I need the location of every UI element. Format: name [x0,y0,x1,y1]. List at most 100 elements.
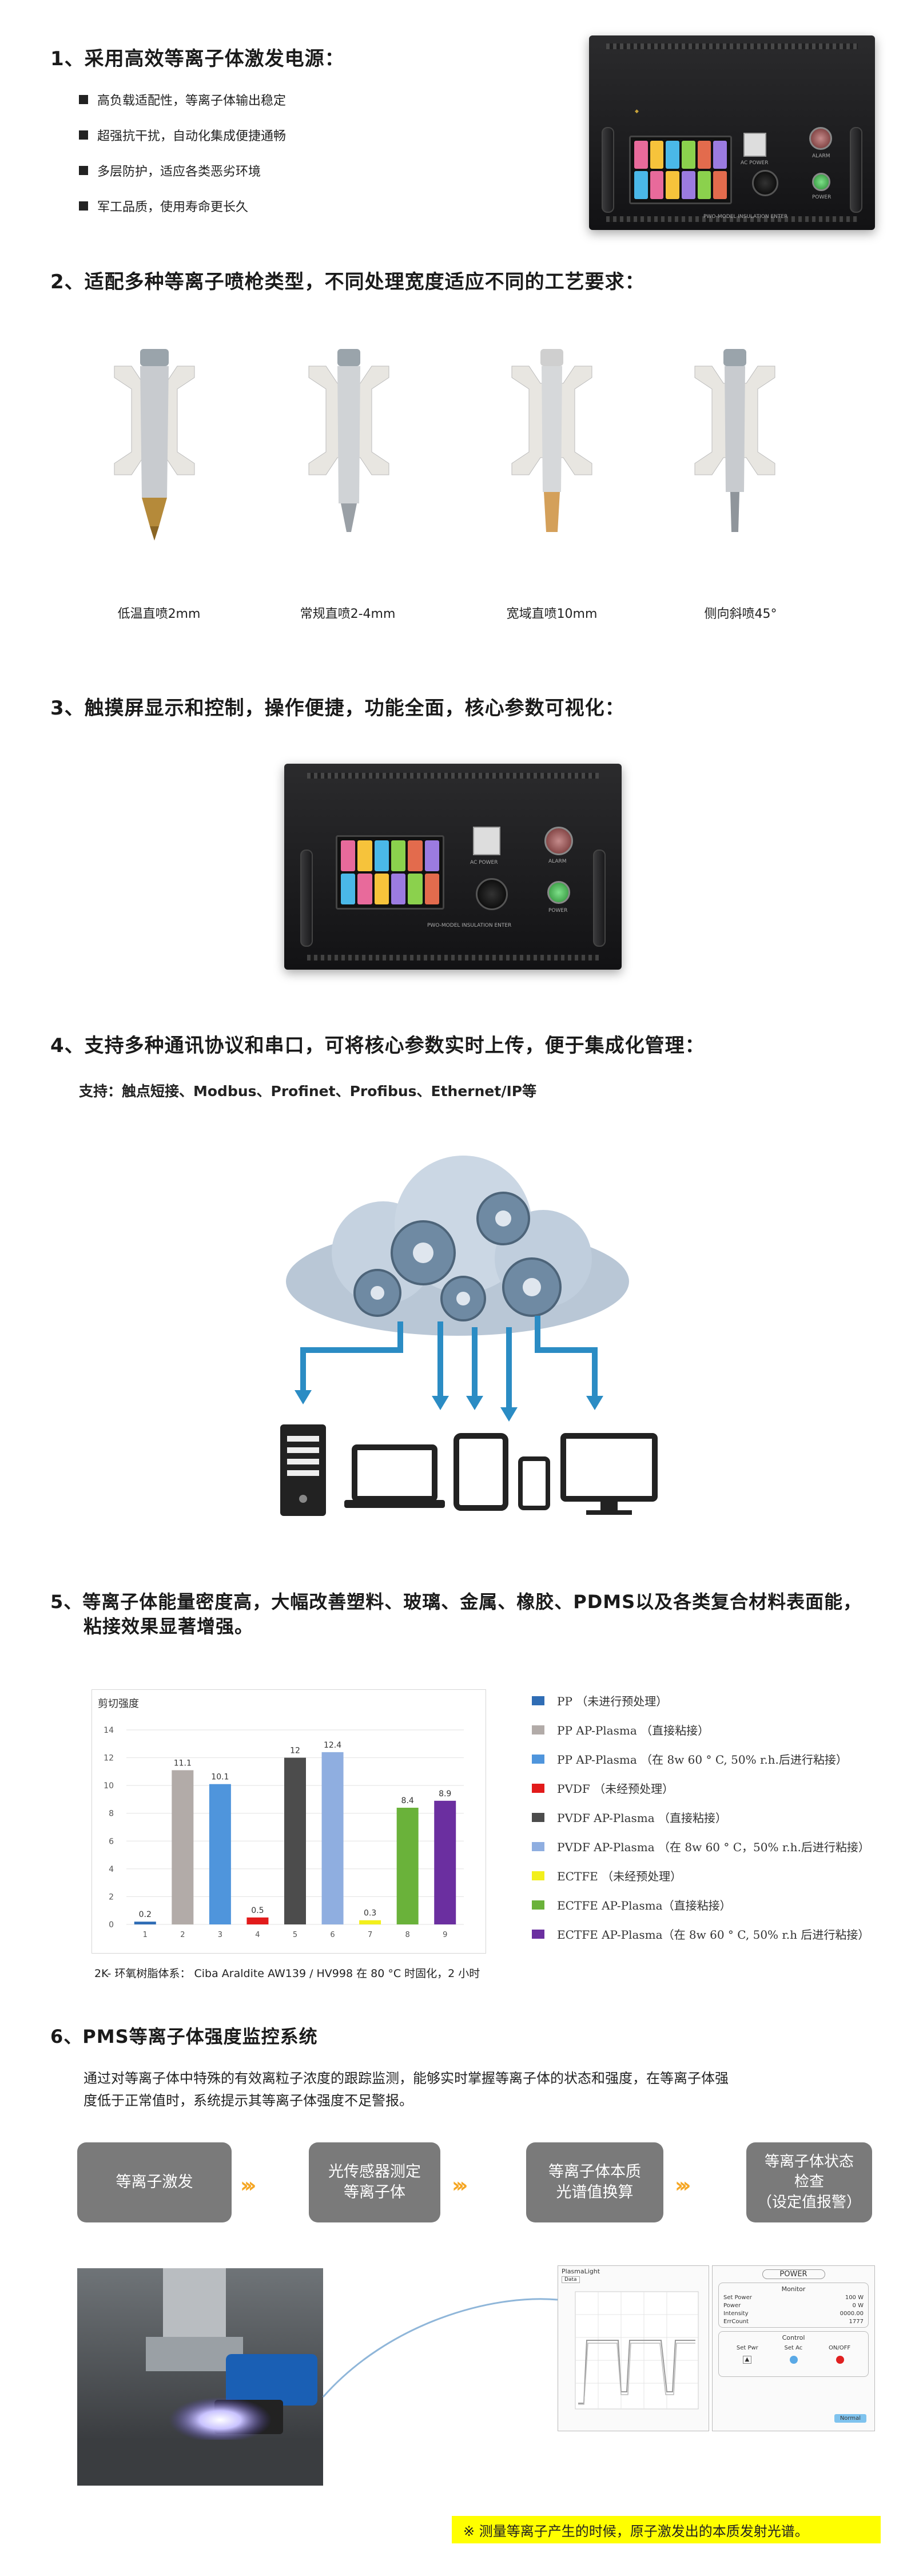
legend-entry: PP AP-Plasma （直接粘接） [532,1721,709,1738]
nozzle-image-wide [511,349,592,532]
status-led-icon [836,2356,845,2364]
section-3-title: 3、触摸屏显示和控制，操作便捷，功能全面，核心参数可视化： [50,697,625,720]
legend-swatch [532,1871,544,1880]
section-2-title: 2、适配多种等离子喷枪类型，不同处理宽度适应不同的工艺要求： [50,271,645,293]
legend-label: PP AP-Plasma （直接粘接） [557,1724,710,1737]
power-title: POWER [762,2269,825,2279]
flow-step-4: 等离子体状态 检查 （设定值报警） [746,2142,872,2222]
nozzle-caption: 常规直喷2-4mm [300,607,396,621]
bar [209,1784,231,1924]
data-label: 0.2 [139,1910,152,1919]
bar [321,1752,344,1924]
touch-screen-icon [336,835,444,910]
nozzle-caption: 侧向斜喷45° [704,607,777,621]
window-title: PlasmaLight [562,2268,600,2275]
y-tick-label: 10 [104,1781,114,1791]
bar [434,1800,456,1924]
legend-entry: ECTFE AP-Plasma（直接粘接） [532,1896,731,1913]
section-6-desc-line2: 度低于正常值时，系统提示其等离子体强度不足警报。 [83,2093,413,2109]
flow-step-1: 等离子激发 [77,2142,232,2222]
legend-swatch [532,1783,544,1793]
legend-swatch [532,1725,544,1734]
y-tick-label: 0 [109,1920,114,1930]
chart-footnote: 2K- 环氧树脂体系： Ciba Araldite AW139 / HV998 … [94,1967,480,1980]
data-label: 0.3 [364,1909,376,1918]
data-label: 0.5 [251,1906,264,1915]
y-tick-label: 12 [104,1754,114,1763]
legend-label: PP AP-Plasma （在 8w 60 ° C, 50% r.h.后进行粘接… [557,1753,848,1767]
feature-bullet: 多层防护，适应各类恶劣环境 [79,161,261,180]
y-tick-label: 6 [109,1837,114,1846]
legend-label: ECTFE AP-Plasma（直接粘接） [557,1899,731,1912]
plasma-sensor-photo [77,2268,323,2486]
legend-label: PVDF AP-Plasma （在 8w 60 ° C，50% r.h.后进行粘… [557,1840,870,1854]
plasma-generator-image: ◆ AC POWER ALARM POWER PWO-MODEL INSULAT… [589,35,875,230]
legend-entry: PVDF AP-Plasma （直接粘接） [532,1809,727,1825]
y-tick-label: 4 [109,1865,114,1874]
nozzle-image-angled [694,349,775,532]
legend-label: PVDF （未经预处理） [557,1782,674,1796]
chevron-right-icon: ››› [452,2174,468,2197]
legend-swatch [532,1754,544,1764]
protocol-support-text: 支持：触点短接、Modbus、Profinet、Profibus、Etherne… [79,1083,537,1100]
x-tick-label: 4 [255,1931,260,1939]
bar [172,1770,194,1924]
bar [396,1808,419,1924]
x-tick-label: 2 [180,1931,185,1939]
legend-entry: ECTFE AP-Plasma（在 8w 60 ° C, 50% r.h 后进行… [532,1926,869,1942]
nozzle-image-low-temp [114,349,195,541]
bar [134,1922,156,1924]
legend-swatch [532,1929,544,1939]
bar [246,1917,269,1924]
section-6-title: 6、PMS等离子体强度监控系统 [50,2026,318,2047]
chart-title: 剪切强度 [98,1698,139,1710]
legend-label: PP （未进行预处理） [557,1694,668,1708]
x-tick-label: 3 [218,1931,222,1939]
nozzle-caption: 低温直喷2mm [117,607,201,621]
tab-data[interactable]: Data [562,2276,580,2283]
y-tick-label: 2 [109,1892,114,1902]
legend-label: ECTFE （未经预处理） [557,1870,682,1883]
legend-swatch [532,1841,544,1851]
x-tick-label: 7 [368,1931,372,1939]
chevron-right-icon: ››› [675,2174,691,2197]
connector-line [322,2298,558,2398]
feature-bullet: 超强抗干扰，自动化集成便捷通畅 [79,126,286,144]
section-5-title-line2: 粘接效果显著增强。 [83,1616,254,1637]
increase-icon[interactable]: ▲ [742,2356,752,2364]
status-led-icon [790,2356,798,2364]
legend-swatch [532,1812,544,1822]
feature-bullet: 军工品质，使用寿命更长久 [79,197,248,215]
nozzle-image-standard [308,349,389,532]
touch-screen-icon [629,136,732,204]
data-label: 8.9 [439,1789,451,1799]
y-tick-label: 14 [104,1726,114,1735]
plasmalight-software-window: PlasmaLight Data [558,2265,709,2431]
cloud-network-illustration [280,1156,658,1516]
x-tick-label: 5 [293,1931,297,1939]
chevron-right-icon: ››› [240,2174,256,2197]
legend-swatch [532,1900,544,1910]
bar [284,1757,306,1924]
legend-swatch [532,1696,544,1705]
x-tick-label: 8 [405,1931,410,1939]
feature-bullet: 高负载适配性，等离子体输出稳定 [79,90,286,109]
bar [359,1920,381,1924]
x-tick-label: 6 [330,1931,335,1939]
legend-entry: PP （未进行预处理） [532,1692,667,1709]
device-logo: ◆ [635,109,639,114]
section-1-title: 1、采用高效等离子体激发电源： [50,47,345,70]
flow-step-2: 光传感器测定 等离子体 [309,2142,440,2222]
legend-entry: PVDF （未经预处理） [532,1780,674,1796]
section-5-title-line1: 5、等离子体能量密度高，大幅改善塑料、玻璃、金属、橡胶、PDMS以及各类复合材料… [50,1591,862,1613]
data-label: 10.1 [211,1773,229,1782]
yellow-note: ※ 测量等离子产生的时候，原子激发出的本质发射光谱。 [452,2516,881,2543]
touch-panel-device-image: AC POWER ALARM POWER PWO-MODEL INSULATIO… [284,764,622,970]
data-label: 11.1 [174,1759,192,1768]
x-tick-label: 9 [443,1931,447,1939]
data-label: 12 [290,1747,300,1756]
normal-button[interactable]: Normal [834,2414,866,2423]
y-tick-label: 8 [109,1809,114,1819]
